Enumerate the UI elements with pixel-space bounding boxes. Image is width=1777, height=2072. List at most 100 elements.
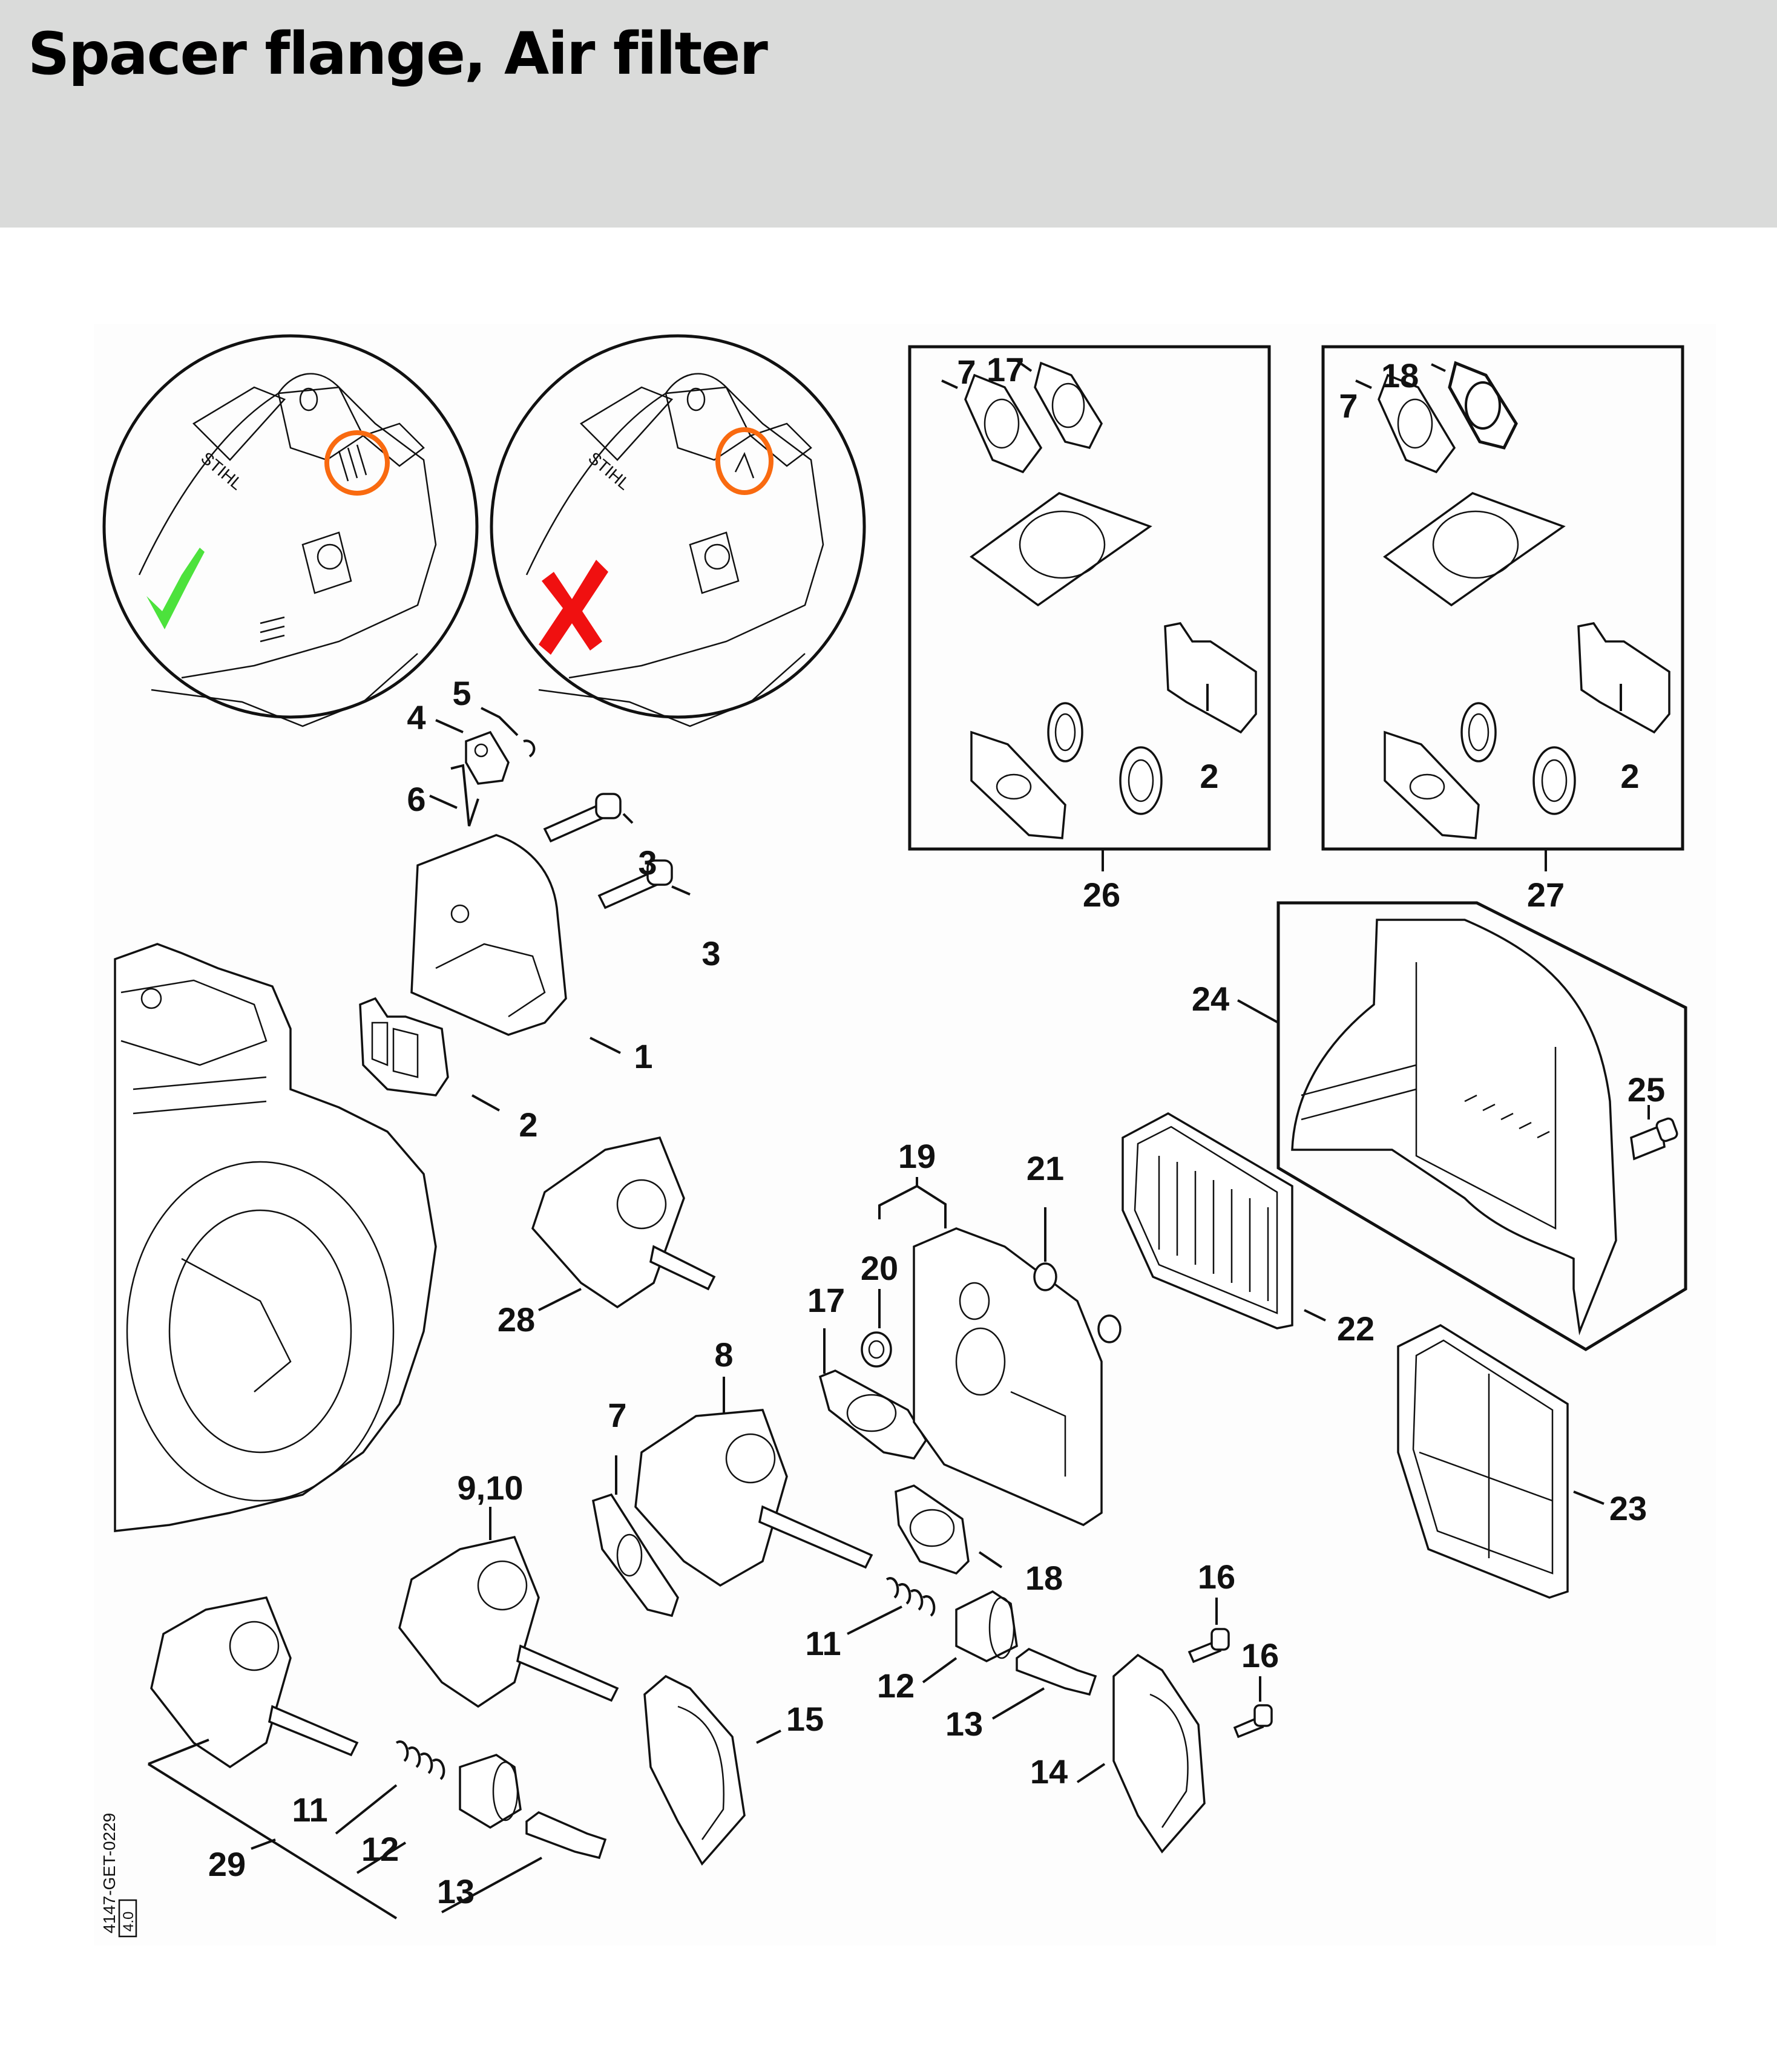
- cross-icon: [539, 560, 608, 655]
- callout-5: 5: [452, 674, 471, 712]
- callout-kit26-17: 17: [987, 350, 1024, 388]
- oil-seal: [1047, 702, 1083, 762]
- callout-17: 17: [807, 1281, 845, 1319]
- inset-circle: [102, 334, 479, 719]
- gasket-17: [818, 1328, 928, 1460]
- callout-23: 23: [1609, 1489, 1647, 1527]
- inset-circle: [490, 334, 866, 719]
- gasket-2: [1577, 622, 1670, 734]
- kit-26: [908, 345, 1271, 871]
- air-filter-cover-24: [1291, 919, 1617, 1336]
- gasket-18: [895, 1484, 1003, 1575]
- callout-25: 25: [1628, 1070, 1665, 1109]
- handle-housing-14: [1076, 1653, 1206, 1854]
- plug-20: [861, 1289, 892, 1368]
- cylinder-gasket: [970, 492, 1152, 607]
- callout-9-10: 9,10: [458, 1469, 524, 1507]
- callout-3a: 3: [638, 844, 657, 882]
- callout-kit26-2: 2: [1200, 757, 1218, 795]
- screws-16: [1187, 1598, 1273, 1739]
- callout-8: 8: [714, 1336, 733, 1374]
- callout-6: 6: [407, 780, 425, 818]
- shaft-13: [991, 1647, 1097, 1720]
- highlight-circle: [324, 430, 390, 496]
- drawing-code: 4147-GET-0229: [100, 1813, 119, 1933]
- callout-kit27-18: 18: [1381, 356, 1419, 395]
- callout-16a: 16: [1198, 1558, 1235, 1596]
- callout-11b: 11: [292, 1791, 327, 1829]
- callout-14: 14: [1030, 1752, 1068, 1791]
- air-filter-22: [1122, 1112, 1326, 1329]
- carburetor-8: [634, 1377, 873, 1587]
- callout-kit26-7: 7: [957, 353, 976, 391]
- gasket-2: [359, 997, 500, 1112]
- callout-13: 13: [945, 1705, 983, 1743]
- inset-correct: STIHL: [102, 334, 479, 727]
- gasket-2: [1164, 622, 1257, 734]
- callout-20: 20: [861, 1249, 898, 1287]
- callout-1: 1: [634, 1037, 652, 1075]
- fastening-parts: [429, 707, 536, 827]
- prefilter-23: [1397, 1323, 1605, 1599]
- page-header: Spacer flange, Air filter: [0, 0, 1777, 228]
- clip-5: [523, 739, 536, 758]
- callout-29: 29: [208, 1845, 246, 1883]
- cylinder-gasket: [1383, 492, 1566, 607]
- callout-24: 24: [1192, 980, 1229, 1018]
- carburetor-29-set: [147, 1596, 607, 1920]
- engine-cover-illustration: [525, 373, 824, 727]
- carburetor-28: [531, 1136, 716, 1311]
- callout-27: 27: [1527, 876, 1565, 914]
- callout-26: 26: [1083, 876, 1120, 914]
- bracket-4: [465, 730, 510, 785]
- oil-seal: [1119, 746, 1163, 815]
- inset-incorrect: STIHL: [490, 334, 866, 727]
- screws-3: [543, 793, 691, 910]
- gasket-7: [591, 1455, 679, 1618]
- revision-box: [118, 1899, 137, 1938]
- callout-16b: 16: [1241, 1636, 1279, 1674]
- callout-3b: 3: [701, 934, 720, 972]
- callout-15: 15: [786, 1700, 824, 1738]
- callout-19: 19: [898, 1137, 936, 1175]
- gasket-18: [1448, 361, 1518, 450]
- brand-text: STIHL: [197, 448, 246, 494]
- kit-27: [1321, 345, 1684, 871]
- page-title: Spacer flange, Air filter: [28, 20, 768, 88]
- callout-21: 21: [1026, 1149, 1064, 1187]
- engine-cover-illustration: [138, 373, 437, 727]
- spring-11: [847, 1577, 936, 1635]
- callout-2: 2: [519, 1106, 537, 1144]
- brand-text: STIHL: [585, 448, 634, 494]
- nut-21: [1033, 1207, 1122, 1343]
- callout-kit27-7: 7: [1339, 387, 1358, 425]
- oil-seal: [1532, 746, 1576, 815]
- revision-label: 4.0: [120, 1912, 137, 1932]
- callout-28: 28: [498, 1300, 535, 1339]
- kit-frame: [1321, 345, 1684, 851]
- carburetor-9-10: [398, 1507, 619, 1708]
- callout-22: 22: [1337, 1310, 1375, 1348]
- engine-crankcase: [114, 943, 437, 1532]
- check-icon: [146, 548, 205, 629]
- screw-25: [1630, 1105, 1678, 1161]
- cover-frame: [1276, 901, 1687, 1351]
- spacer-flange-1: [410, 834, 621, 1054]
- callout-4: 4: [407, 698, 425, 736]
- oil-seal: [1460, 702, 1497, 762]
- handle-housing-15: [643, 1674, 781, 1866]
- callout-11: 11: [805, 1624, 841, 1662]
- callout-kit27-2: 2: [1620, 757, 1639, 795]
- kit-frame: [908, 345, 1271, 851]
- gasket-7: [1378, 373, 1456, 474]
- exhaust-gasket: [970, 730, 1066, 839]
- spring-6: [450, 764, 479, 827]
- gasket-7: [964, 373, 1043, 474]
- sleeve-12: [922, 1590, 1018, 1684]
- callout-13b: 13: [437, 1872, 475, 1910]
- highlight-circle: [715, 427, 774, 495]
- callout-12: 12: [877, 1667, 915, 1705]
- drawing-code-block: 4147-GET-0229 4.0: [100, 1813, 137, 1938]
- exhaust-gasket: [1384, 730, 1480, 839]
